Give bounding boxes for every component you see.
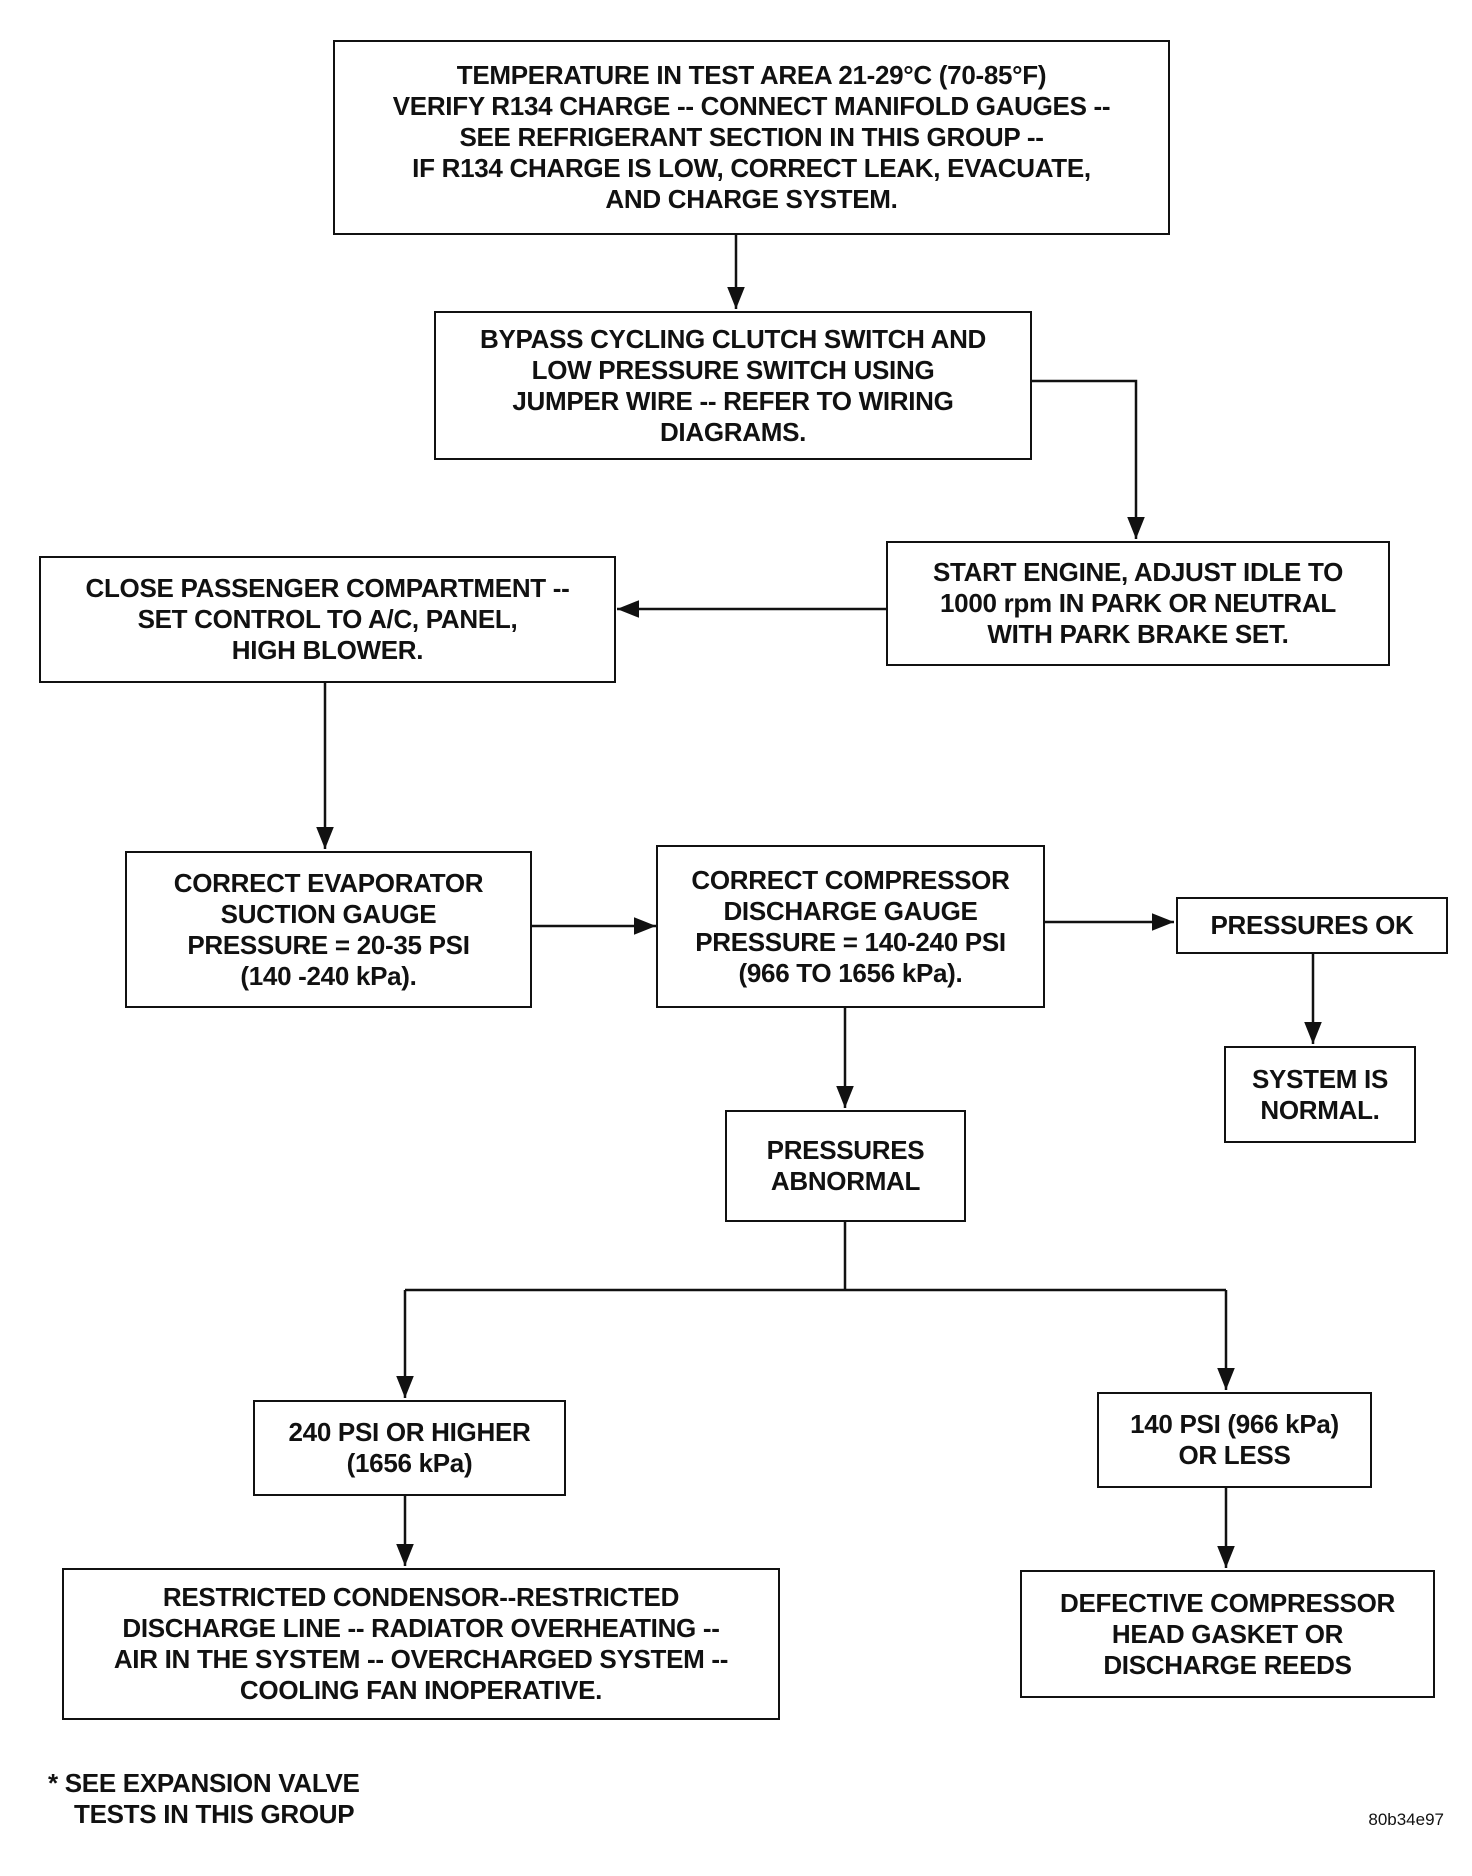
evaporator-line: (140 -240 kPa).: [240, 960, 417, 991]
figure-code: 80b34e97: [1368, 1810, 1444, 1829]
top-temperature-box: TEMPERATURE IN TEST AREA 21-29°C (70-85°…: [333, 40, 1170, 235]
pressures-abnormal-line: PRESSURES: [766, 1135, 925, 1165]
close-compartment-line: CLOSE PASSENGER COMPARTMENT --: [85, 573, 570, 603]
evaporator-line: CORRECT EVAPORATOR: [173, 867, 484, 898]
footnote-line-1: * SEE EXPANSION VALVE: [48, 1768, 360, 1798]
bypass-line: DIAGRAMS.: [659, 416, 807, 447]
compressor-line: DISCHARGE GAUGE: [723, 895, 978, 926]
system-normal-line: SYSTEM IS: [1252, 1063, 1388, 1094]
pressures-ok-box: PRESSURES OK: [1176, 897, 1448, 954]
restricted-line: RESTRICTED CONDENSOR--RESTRICTED: [162, 1582, 680, 1612]
high-pressure-box: 240 PSI OR HIGHER(1656 kPa): [253, 1400, 566, 1496]
footnote: * SEE EXPANSION VALVE TESTS IN THIS GROU…: [48, 1768, 360, 1830]
bypass-line: BYPASS CYCLING CLUTCH SWITCH AND: [479, 323, 987, 354]
system-normal-line: NORMAL.: [1260, 1094, 1380, 1125]
top-line: VERIFY R134 CHARGE -- CONNECT MANIFOLD G…: [392, 91, 1111, 121]
close-compartment-box: CLOSE PASSENGER COMPARTMENT --SET CONTRO…: [39, 556, 616, 683]
restricted-line: AIR IN THE SYSTEM -- OVERCHARGED SYSTEM …: [113, 1644, 729, 1674]
evaporator-line: PRESSURE = 20-35 PSI: [187, 929, 470, 960]
compressor-line: PRESSURE = 140-240 PSI: [695, 926, 1006, 957]
evaporator-line: SUCTION GAUGE: [220, 898, 437, 929]
bypass-line: JUMPER WIRE -- REFER TO WIRING: [512, 385, 954, 416]
defective-line: DEFECTIVE COMPRESSOR: [1060, 1587, 1395, 1618]
defective-line: HEAD GASKET OR: [1111, 1618, 1344, 1649]
close-compartment-line: SET CONTROL TO A/C, PANEL,: [137, 604, 518, 634]
high-240-line: (1656 kPa): [346, 1448, 473, 1478]
pressures-abnormal-line: ABNORMAL: [770, 1166, 921, 1196]
low-140-line: 140 PSI (966 kPa): [1130, 1409, 1339, 1439]
start-engine-line: 1000 rpm IN PARK OR NEUTRAL: [940, 588, 1336, 618]
restricted-line: DISCHARGE LINE -- RADIATOR OVERHEATING -…: [122, 1613, 720, 1643]
low-pressure-box: 140 PSI (966 kPa)OR LESS: [1097, 1392, 1372, 1488]
arrow-bypass-to-start: [1032, 379, 1145, 539]
start-engine-line: WITH PARK BRAKE SET.: [987, 619, 1289, 649]
close-compartment-line: HIGH BLOWER.: [231, 635, 424, 665]
footnote-line-2: TESTS IN THIS GROUP: [74, 1799, 355, 1829]
restricted-line: COOLING FAN INOPERATIVE.: [239, 1675, 603, 1705]
compressor-line: (966 TO 1656 kPa).: [738, 957, 963, 988]
bypass-line: LOW PRESSURE SWITCH USING: [531, 354, 935, 385]
top-line: TEMPERATURE IN TEST AREA 21-29°C (70-85°…: [456, 60, 1047, 90]
low-140-line: OR LESS: [1178, 1440, 1291, 1470]
defective-line: DISCHARGE REEDS: [1103, 1649, 1352, 1680]
top-line: AND CHARGE SYSTEM.: [605, 184, 898, 214]
high-240-line: 240 PSI OR HIGHER: [288, 1417, 531, 1447]
pressures-ok-line: PRESSURES OK: [1210, 910, 1414, 940]
start-engine-line: START ENGINE, ADJUST IDLE TO: [932, 557, 1344, 587]
top-line: IF R134 CHARGE IS LOW, CORRECT LEAK, EVA…: [412, 153, 1091, 183]
top-line: SEE REFRIGERANT SECTION IN THIS GROUP --: [459, 122, 1044, 152]
compressor-line: CORRECT COMPRESSOR: [691, 864, 1010, 895]
